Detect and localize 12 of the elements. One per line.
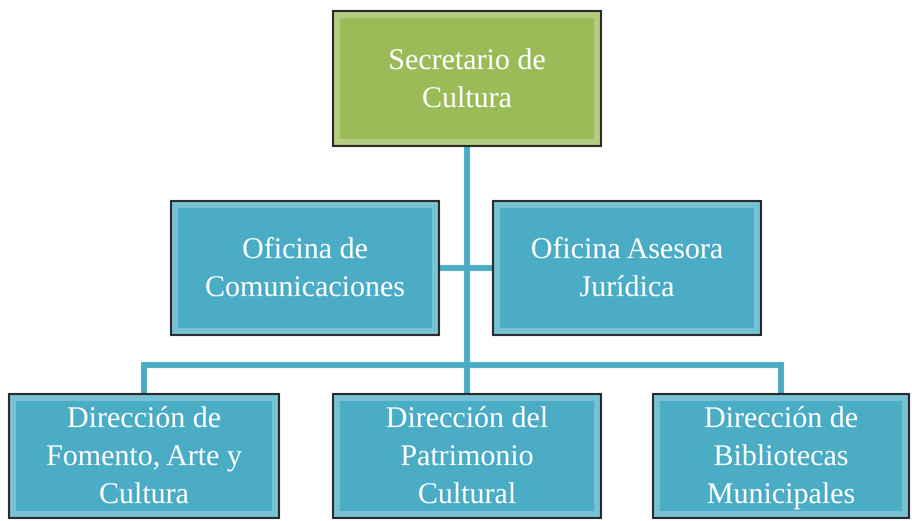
box-title: Dirección del Patrimonio Cultural <box>384 400 550 512</box>
box-title: Oficina Asesora Jurídica <box>530 231 724 305</box>
org-box <box>332 393 602 519</box>
org-box <box>332 10 602 147</box>
org-box <box>170 200 440 336</box>
org-box <box>8 393 280 519</box>
box-title: Dirección de Bibliotecas Municipales <box>702 400 860 512</box>
org-box <box>652 393 910 519</box>
box-title: Oficina de Comunicaciones <box>204 231 406 305</box>
org-box <box>492 200 762 336</box>
box-title: Dirección de Fomento, Arte y Cultura <box>45 400 243 512</box>
box-title: Secretario de Cultura <box>387 42 547 116</box>
